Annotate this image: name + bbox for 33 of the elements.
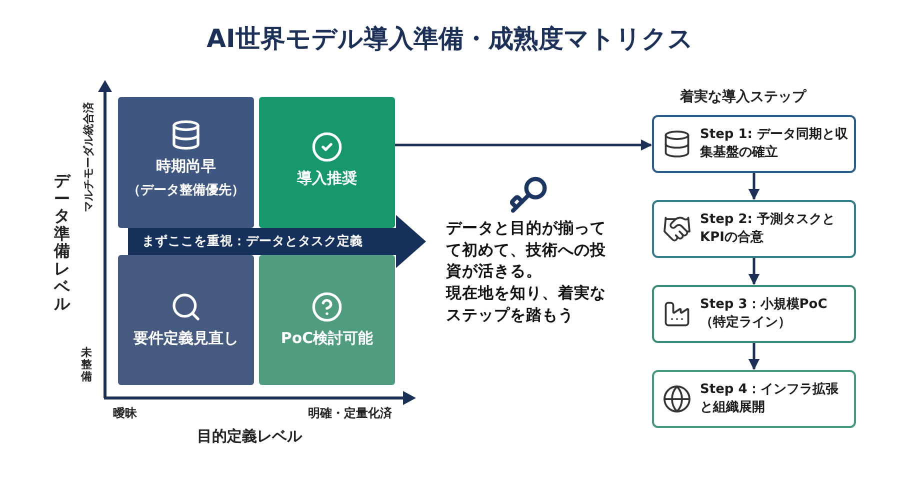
arrow <box>748 258 760 286</box>
quadrant-box <box>118 97 254 228</box>
message-text: 現在地を知り、着実なステップを踏もう <box>446 283 607 326</box>
quadrant-label: PoC検討可能 <box>280 329 374 349</box>
step-label: Step 2: 予測タスクとKPIの合意 <box>700 211 836 247</box>
step-box <box>652 370 856 428</box>
axis-title: データ準備レベル <box>54 172 70 313</box>
arrow <box>748 343 760 370</box>
step-label: Step 3：小規模PoC（特定ライン） <box>700 296 828 332</box>
arrow <box>748 173 760 200</box>
arrow-banner <box>128 215 426 268</box>
quadrant-box <box>259 255 395 385</box>
quadrant-label: 時期尚早 <box>156 157 216 177</box>
title: AI世界モデル導入準備・成熟度マトリクス <box>206 23 694 55</box>
step-label: Step 1: データ同期と収集基盤の確立 <box>700 126 848 162</box>
step-box <box>652 200 856 258</box>
message-text: データと目的が揃ってて初めて、技術への投資が活きる。 <box>446 218 607 282</box>
quadrant-box <box>118 255 254 385</box>
axis-label: 曖昧 <box>113 405 137 422</box>
step-label: Step 4：インフラ拡張と組織展開 <box>700 381 840 417</box>
axis-label: マルチモーダル統合済 <box>81 102 96 212</box>
axis-label: 未整備 <box>81 347 92 384</box>
quadrant-box <box>259 97 395 228</box>
step-box <box>652 285 856 343</box>
quadrant-label: （データ整備優先） <box>128 182 244 200</box>
axis-label: 明確・定量化済 <box>308 405 392 422</box>
axis-title: 目的定義レベル <box>197 427 302 446</box>
arrow <box>395 139 652 151</box>
banner-text: まずここを重視：データとタスク定義 <box>142 233 363 250</box>
section-heading: 着実な導入ステップ <box>680 88 806 106</box>
quadrant-label: 導入推奨 <box>297 168 357 188</box>
step-box <box>652 115 856 173</box>
quadrant-label: 要件定義見直し <box>134 329 238 349</box>
